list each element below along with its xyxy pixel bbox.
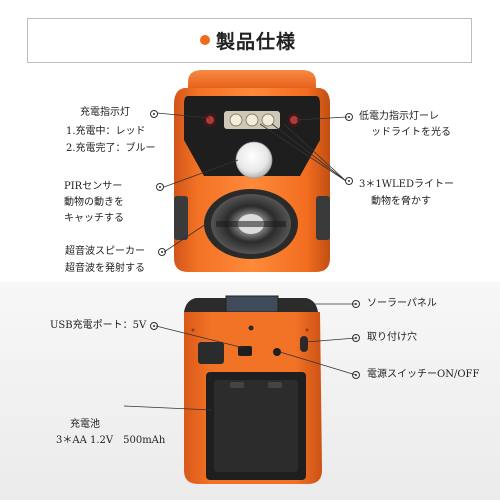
ultrasonic-line2: 超音波を発射する <box>65 263 145 274</box>
usb-port-label: USB充電ポート：5V <box>50 320 147 331</box>
header-frame <box>27 18 472 63</box>
led-light-line1: 3＊1WLEDライトー <box>359 179 454 190</box>
low-power-lamp-marker-icon <box>345 113 353 121</box>
leader-lines <box>123 112 357 411</box>
front-device <box>174 70 330 272</box>
pir-sensor-line3: キャッチする <box>64 213 124 224</box>
charge-lamp-title: 充電指示灯 <box>80 107 130 118</box>
solar-panel-marker-icon <box>352 300 360 308</box>
power-switch-label: 電源スイッチーON/OFF <box>367 369 480 380</box>
charge-lamp-line2: 2.充電完了：ブルー <box>66 143 156 154</box>
battery-line1: 充電池 <box>70 419 100 430</box>
low-power-lamp-line2: ッドライトを光る <box>371 127 451 138</box>
usb-port-marker-icon <box>150 322 158 330</box>
charge-lamp-line1: 1.充電中：レッド <box>66 126 146 137</box>
mount-hole-label: 取り付け穴 <box>367 332 417 343</box>
back-device <box>184 295 322 484</box>
ultrasonic-marker-icon <box>158 248 166 256</box>
ultrasonic-line1: 超音波スピーカー <box>65 246 145 257</box>
pir-sensor-line1: PIRセンサー <box>64 181 123 192</box>
charge-lamp-marker-icon <box>150 110 158 118</box>
pir-sensor-marker-icon <box>156 183 164 191</box>
pir-sensor-line2: 動物の動きを <box>64 197 124 208</box>
solar-panel-label: ソーラーパネル <box>367 298 437 309</box>
mount-hole-marker-icon <box>352 334 360 342</box>
battery-line2: 3＊AA 1.2V 500mAh <box>56 435 166 446</box>
page-title: 製品仕様 <box>216 31 297 53</box>
led-light-line2: 動物を脅かす <box>371 196 431 207</box>
low-power-lamp-line1: 低電力指示灯ーレ <box>359 111 439 122</box>
led-light-marker-icon <box>345 177 353 185</box>
power-switch-marker-icon <box>352 371 360 379</box>
bullet-icon <box>200 35 210 45</box>
